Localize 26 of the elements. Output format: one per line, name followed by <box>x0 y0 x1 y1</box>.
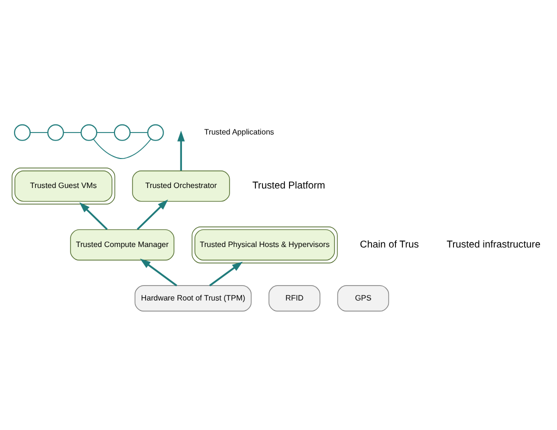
label: Trusted infrastructure <box>446 239 540 250</box>
arrow <box>209 261 243 286</box>
node-circle <box>114 124 131 140</box>
node-box: GPS <box>337 284 390 312</box>
node-box: Hardware Root of Trust (TPM) <box>134 284 252 312</box>
label: Trusted Applications <box>204 127 274 136</box>
node-box: RFID <box>268 284 320 312</box>
arrow <box>136 198 168 230</box>
connector <box>93 138 152 159</box>
connector <box>63 132 82 133</box>
node-circle <box>14 124 31 140</box>
node-circle <box>147 124 164 140</box>
arrow <box>140 258 178 286</box>
node-box: Trusted Orchestrator <box>132 170 230 202</box>
connector <box>30 132 48 133</box>
node-box: Trusted Guest VMs <box>12 167 116 204</box>
connector <box>130 132 148 133</box>
label: Chain of Trus <box>360 239 419 250</box>
node-box: Trusted Physical Hosts & Hypervisors <box>192 226 338 263</box>
node-box: Trusted Compute Manager <box>70 228 174 260</box>
label: Trusted Platform <box>252 180 326 192</box>
node-circle <box>47 124 64 140</box>
node-circle <box>80 124 98 140</box>
arrow <box>79 202 108 230</box>
arrow <box>177 130 185 170</box>
connector <box>96 132 115 133</box>
